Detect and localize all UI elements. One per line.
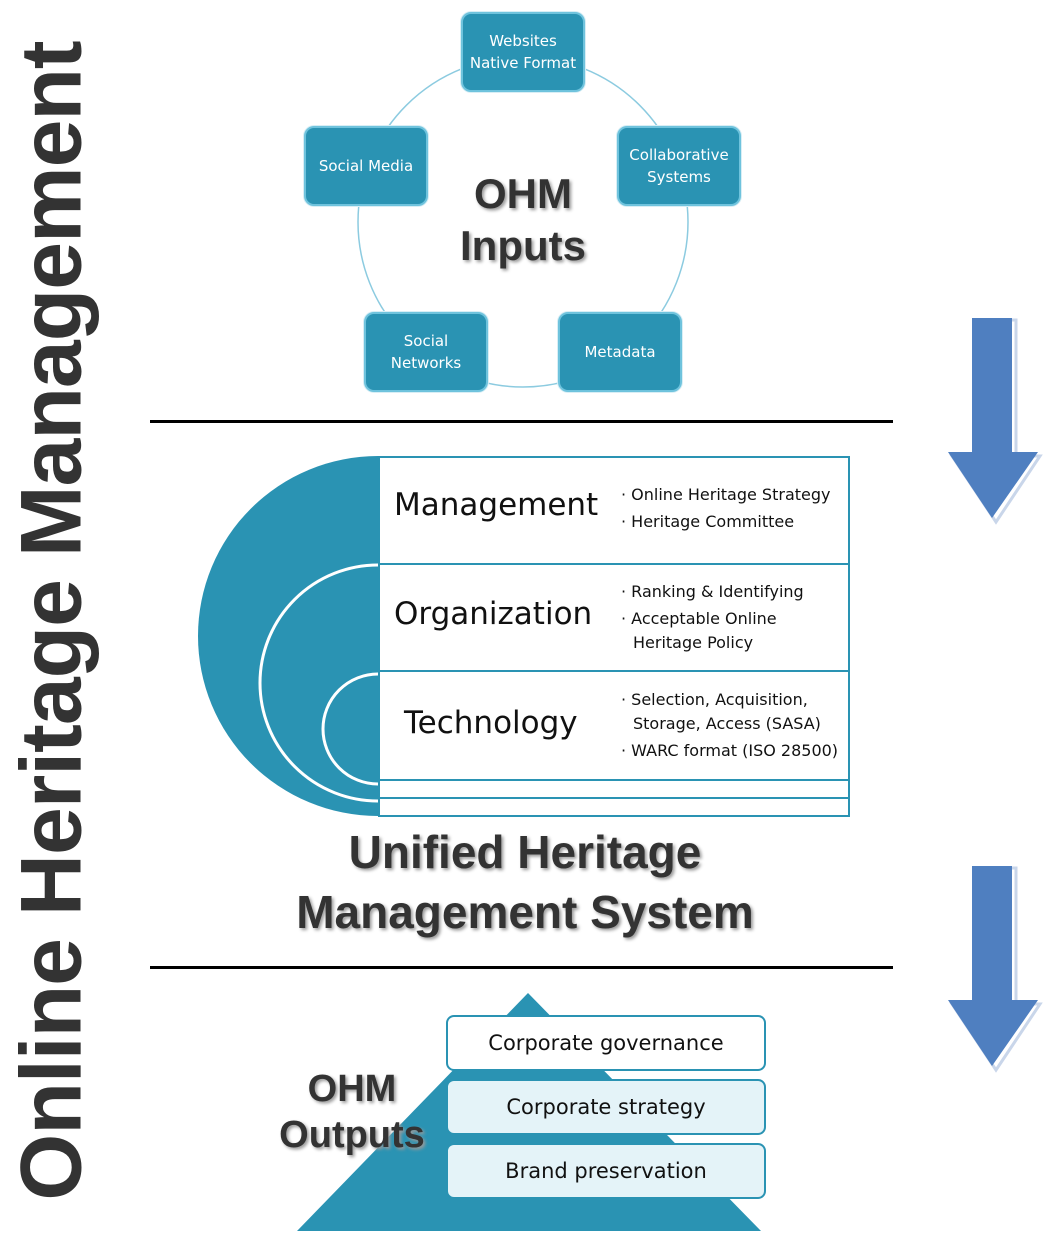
- bullet-item: Heritage Committee: [621, 510, 846, 534]
- system-row-spacer: [378, 797, 850, 817]
- system-title: Unified Heritage Management System: [230, 822, 820, 942]
- input-node-line2: Native Format: [469, 54, 577, 72]
- input-node-line1: Social: [403, 332, 449, 350]
- output-level: Brand preservation: [446, 1143, 766, 1199]
- system-row-bullets: Ranking & Identifying Acceptable Online …: [621, 580, 846, 658]
- input-node-collaborative-systems[interactable]: Collaborative Systems: [617, 126, 741, 206]
- system-row-bullets: Selection, Acquisition, Storage, Access …: [621, 688, 846, 766]
- system-title-line2: Management System: [296, 886, 754, 938]
- bullet-item: Ranking & Identifying: [621, 580, 846, 604]
- input-node-social-networks[interactable]: Social Networks: [364, 312, 488, 392]
- inputs-title-line1: OHM: [474, 170, 572, 217]
- input-node-metadata[interactable]: Metadata: [558, 312, 682, 392]
- outputs-title: OHM Outputs: [262, 1066, 442, 1158]
- system-title-line1: Unified Heritage: [348, 826, 702, 878]
- input-node-line1: Metadata: [584, 343, 656, 361]
- inputs-title-line2: Inputs: [460, 222, 586, 269]
- input-node-line1: Websites: [489, 32, 557, 50]
- outputs-title-line1: OHM: [307, 1068, 397, 1110]
- arrow-down-icon: [948, 318, 1043, 525]
- bullet-item: Acceptable Online Heritage Policy: [621, 607, 846, 655]
- system-row-label: Technology: [404, 705, 578, 741]
- input-node-line2: Networks: [390, 354, 462, 372]
- input-node-line1: Social Media: [318, 157, 414, 175]
- input-node-line1: Collaborative: [629, 146, 729, 164]
- output-level: Corporate governance: [446, 1015, 766, 1071]
- input-node-social-media[interactable]: Social Media: [304, 126, 428, 206]
- inputs-center-title: OHM Inputs: [423, 168, 623, 272]
- arrow-down-icon: [948, 866, 1043, 1073]
- input-node-websites[interactable]: Websites Native Format: [461, 12, 585, 92]
- divider-top: [150, 420, 893, 423]
- system-row-label: Organization: [394, 596, 593, 632]
- divider-bottom: [150, 966, 893, 969]
- input-node-line2: Systems: [647, 168, 711, 186]
- bullet-item: WARC format (ISO 28500): [621, 739, 846, 763]
- system-row-label: Management: [394, 487, 599, 523]
- outputs-title-line2: Outputs: [279, 1114, 425, 1156]
- bullet-item: Selection, Acquisition, Storage, Access …: [621, 688, 846, 736]
- bullet-item: Online Heritage Strategy: [621, 483, 846, 507]
- system-row-bullets: Online Heritage Strategy Heritage Commit…: [621, 483, 846, 537]
- output-level: Corporate strategy: [446, 1079, 766, 1135]
